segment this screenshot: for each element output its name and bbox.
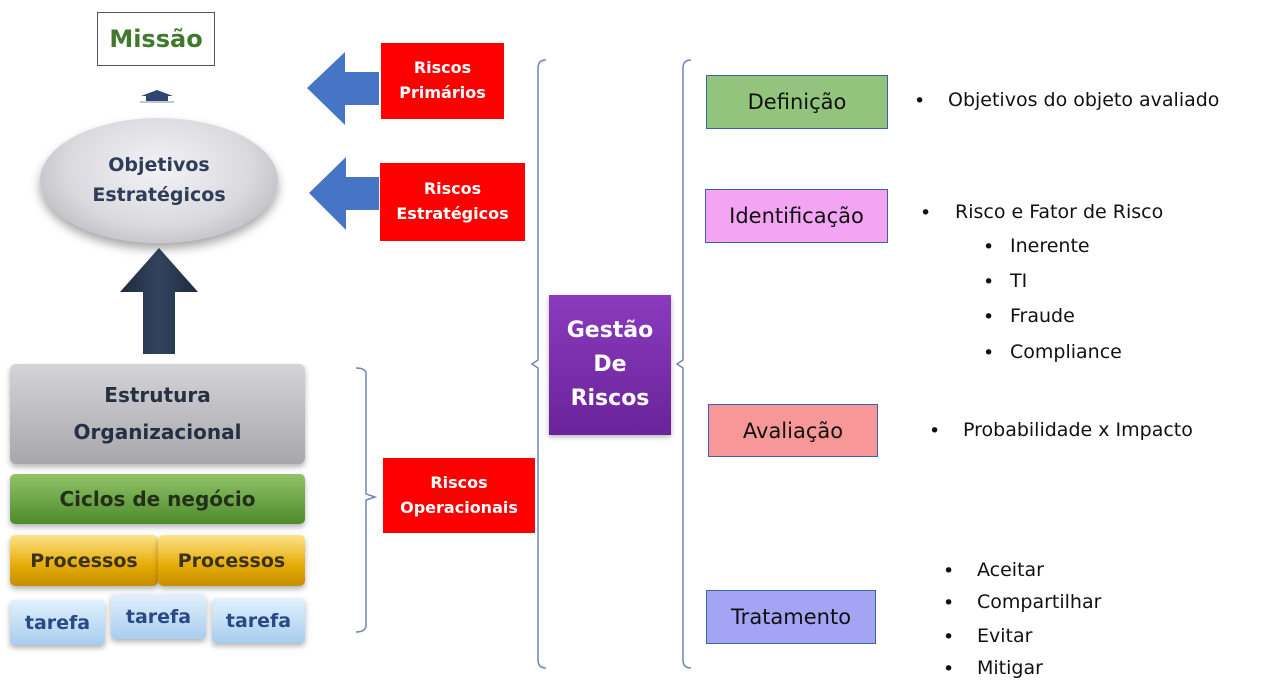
operational-risks-line-1: Riscos	[430, 472, 488, 492]
bullet-icon: •	[943, 626, 955, 648]
bullet-icon: •	[914, 90, 926, 112]
step-evaluation: Avaliação	[708, 404, 878, 457]
treatment-bullet: Aceitar	[977, 559, 1044, 581]
task-block: tarefa	[111, 594, 206, 639]
evaluation-bullet: Probabilidade x Impacto	[963, 419, 1193, 441]
treatment-bullet: Evitar	[977, 625, 1033, 647]
process-label: Processos	[30, 549, 138, 572]
task-block: tarefa	[10, 600, 105, 645]
left-arrow-primary-icon	[307, 52, 379, 125]
structure-line-2: Organizacional	[73, 420, 242, 444]
identification-sub-bullet: TI	[1010, 270, 1028, 292]
identification-sub-bullet: Compliance	[1010, 341, 1122, 363]
bullet-icon: •	[983, 342, 995, 364]
operational-risks-line-2: Operacionais	[400, 497, 518, 517]
process-block: Processos	[10, 535, 158, 586]
objectives-line-1: Objetivos	[108, 154, 210, 177]
bullet-icon: •	[983, 236, 995, 258]
strategic-risks-line-2: Estratégicos	[396, 204, 509, 223]
step-evaluation-label: Avaliação	[742, 418, 844, 443]
operational-risks-box: Riscos Operacionais	[383, 458, 535, 533]
task-block: tarefa	[212, 598, 305, 643]
bullet-icon: •	[943, 658, 955, 680]
step-identification: Identificação	[705, 189, 888, 243]
bullet-icon: •	[943, 592, 955, 614]
steps-bracket	[675, 59, 692, 669]
bullet-icon: •	[943, 560, 955, 582]
step-definition-label: Definição	[747, 90, 847, 114]
primary-risks-line-2: Primários	[399, 83, 486, 102]
strategic-risks-line-1: Riscos	[423, 179, 482, 199]
objectives-line-2: Estratégicos	[92, 183, 226, 206]
mission-box: Missão	[97, 12, 215, 66]
step-definition: Definição	[706, 75, 888, 129]
risk-management-box: Gestão De Riscos	[549, 295, 671, 435]
task-label: tarefa	[125, 605, 192, 628]
identification-bullet: Risco e Fator de Risco	[955, 201, 1164, 223]
process-label: Processos	[177, 549, 286, 572]
bullet-icon: •	[929, 420, 941, 442]
left-arrow-strategic-icon	[309, 157, 379, 230]
business-cycles-block: Ciclos de negócio	[10, 474, 305, 524]
primary-risks-line-1: Riscos	[413, 58, 472, 78]
bullet-icon: •	[983, 271, 995, 293]
step-treatment-label: Tratamento	[730, 605, 852, 629]
mission-label: Missão	[109, 25, 203, 53]
bullet-icon: •	[983, 306, 995, 328]
bullet-icon: •	[920, 202, 932, 224]
up-arrow-large-icon	[120, 248, 198, 354]
identification-sub-bullet: Fraude	[1010, 305, 1075, 327]
strategic-risks-box: Riscos Estratégicos	[380, 163, 525, 241]
risk-types-bracket	[530, 59, 547, 669]
organizational-structure-block: Estrutura Organizacional	[10, 364, 305, 464]
risk-management-line-1: Gestão	[566, 317, 654, 343]
risk-management-line-3: Riscos	[570, 386, 650, 412]
treatment-bullet: Compartilhar	[977, 591, 1102, 613]
treatment-bullet: Mitigar	[977, 657, 1043, 679]
primary-risks-box: Riscos Primários	[381, 43, 504, 119]
identification-sub-bullet: Inerente	[1010, 235, 1090, 257]
cycles-label: Ciclos de negócio	[59, 487, 256, 511]
definition-bullet: Objetivos do objeto avaliado	[948, 89, 1220, 111]
process-block: Processos	[158, 535, 305, 586]
task-label: tarefa	[225, 609, 292, 632]
up-arrow-small-icon	[140, 90, 174, 103]
risk-management-line-2: De	[593, 351, 627, 377]
operational-bracket	[355, 367, 378, 633]
step-identification-label: Identificação	[729, 204, 864, 228]
strategic-objectives-ellipse: Objetivos Estratégicos	[40, 118, 278, 243]
task-label: tarefa	[24, 611, 91, 634]
structure-line-1: Estrutura	[104, 383, 211, 407]
step-treatment: Tratamento	[706, 590, 876, 644]
